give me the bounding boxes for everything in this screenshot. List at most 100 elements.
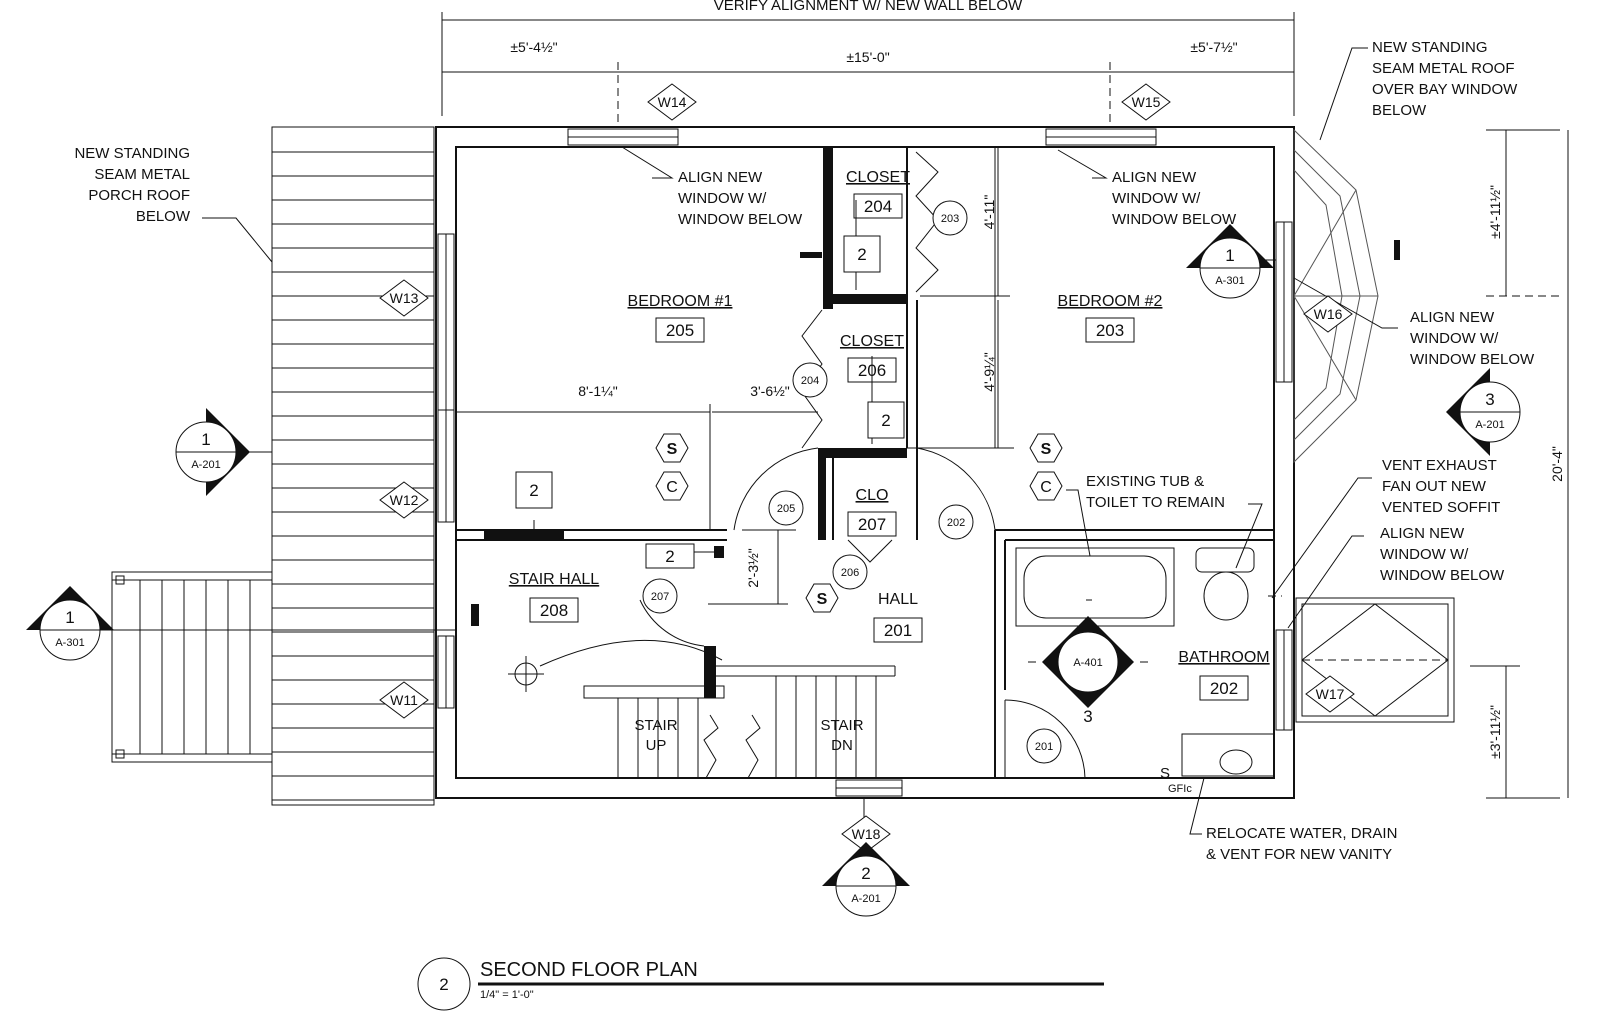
svg-text:203: 203 <box>941 213 959 225</box>
svg-text:CLOSET: CLOSET <box>840 333 904 350</box>
co-detector-icon: C <box>1029 471 1063 501</box>
stair-up-label-2: UP <box>646 737 667 754</box>
svg-text:CLOSET: CLOSET <box>846 169 910 186</box>
svg-text:FAN OUT NEW: FAN OUT NEW <box>1382 478 1487 495</box>
svg-text:WINDOW W/: WINDOW W/ <box>1410 330 1499 347</box>
tub-note: EXISTING TUB & TOILET TO REMAIN <box>1086 473 1225 511</box>
svg-text:206: 206 <box>841 567 859 579</box>
porch-roof-note: NEW STANDING SEAM METAL PORCH ROOF BELOW <box>74 145 190 225</box>
room-closet-204: CLOSET 204 <box>846 169 910 219</box>
door-tag-205: 205 <box>768 490 804 526</box>
dimension-text: ±5'-4½" ±15'-0" ±5'-7½" 8'-1¼" 3'-6½" 4'… <box>510 39 1565 759</box>
svg-text:203: 203 <box>1096 321 1124 340</box>
svg-text:TOILET TO REMAIN: TOILET TO REMAIN <box>1086 494 1225 511</box>
svg-text:RELOCATE WATER, DRAIN: RELOCATE WATER, DRAIN <box>1206 825 1397 842</box>
dim-bed1-width: 8'-1¼" <box>578 383 618 399</box>
svg-text:201: 201 <box>884 621 912 640</box>
interior-elevation-marker-a401: A-401 <box>1028 616 1148 708</box>
dim-closet-width: 3'-6½" <box>750 383 790 399</box>
drawing-number: 2 <box>439 975 448 994</box>
smoke-detector-icon: S <box>1029 433 1063 463</box>
svg-text:1: 1 <box>201 430 210 449</box>
svg-text:W16: W16 <box>1314 306 1343 322</box>
window-tag-w18: W18 <box>841 815 891 853</box>
svg-text:WINDOW W/: WINDOW W/ <box>1380 546 1469 563</box>
svg-text:WINDOW W/: WINDOW W/ <box>678 190 767 207</box>
room-bathroom: BATHROOM 202 <box>1178 649 1270 701</box>
window-tag-w17: W17 <box>1305 675 1355 713</box>
svg-text:1: 1 <box>1225 246 1234 265</box>
svg-text:C: C <box>666 479 678 496</box>
drawing-title-text: SECOND FLOOR PLAN <box>480 959 698 981</box>
room-closet-206: CLOSET 206 <box>840 333 904 383</box>
svg-text:207: 207 <box>651 591 669 603</box>
svg-text:CLO: CLO <box>856 487 889 504</box>
svg-text:W18: W18 <box>852 826 881 842</box>
svg-text:ALIGN NEW: ALIGN NEW <box>1380 525 1465 542</box>
svg-text:3: 3 <box>1485 390 1494 409</box>
door-tag-204: 204 <box>792 362 828 398</box>
svg-text:1: 1 <box>65 608 74 627</box>
svg-text:BEDROOM #1: BEDROOM #1 <box>628 293 733 310</box>
partition-tag: 2 <box>645 543 695 569</box>
svg-text:BELOW: BELOW <box>1372 102 1427 119</box>
leader-lines <box>202 47 1398 835</box>
partition-tags: 2 2 2 2 3 <box>515 235 1093 726</box>
svg-text:WINDOW BELOW: WINDOW BELOW <box>1410 351 1535 368</box>
svg-text:A-201: A-201 <box>851 893 880 905</box>
svg-text:EXISTING TUB &: EXISTING TUB & <box>1086 473 1204 490</box>
svg-text:HALL: HALL <box>878 591 918 608</box>
svg-text:A-301: A-301 <box>55 637 84 649</box>
svg-text:S: S <box>817 591 828 608</box>
align-w16-note: ALIGN NEW WINDOW W/ WINDOW BELOW <box>1410 309 1535 368</box>
svg-text:BEDROOM #2: BEDROOM #2 <box>1058 293 1163 310</box>
svg-text:PORCH ROOF: PORCH ROOF <box>88 187 190 204</box>
room-bedroom-2: BEDROOM #2 203 <box>1058 293 1163 343</box>
door-tag-207: 207 <box>642 578 678 614</box>
svg-text:205: 205 <box>666 321 694 340</box>
align-w17-note: ALIGN NEW WINDOW W/ WINDOW BELOW <box>1380 525 1505 584</box>
svg-text:A-201: A-201 <box>191 459 220 471</box>
room-clo-207: CLO 207 <box>847 487 897 537</box>
general-notes: VERIFY ALIGNMENT W/ NEW WALL BELOW NEW S… <box>74 0 1535 863</box>
stairs <box>617 676 877 779</box>
dim-right-overall: 20'-4" <box>1549 446 1565 482</box>
window-tag-w15: W15 <box>1121 83 1171 121</box>
svg-text:202: 202 <box>947 517 965 529</box>
svg-text:W12: W12 <box>390 492 419 508</box>
room-hall: HALL 201 <box>873 591 923 643</box>
verify-alignment-note: VERIFY ALIGNMENT W/ NEW WALL BELOW <box>714 0 1023 14</box>
svg-text:BELOW: BELOW <box>136 208 191 225</box>
light-fixture-icon <box>508 639 723 692</box>
svg-text:2: 2 <box>857 245 866 264</box>
svg-text:OVER BAY WINDOW: OVER BAY WINDOW <box>1372 81 1518 98</box>
dimension-lines <box>441 12 1569 799</box>
section-marker-2-a201: 2 A-201 <box>822 842 910 917</box>
window-tag-w14: W14 <box>647 83 697 121</box>
section-marker-1-a301-right: 1 A-301 <box>1186 224 1274 299</box>
svg-text:WINDOW BELOW: WINDOW BELOW <box>1112 211 1237 228</box>
stair-dn-label: STAIR <box>820 717 863 734</box>
gfic-label: GFIc <box>1168 783 1192 795</box>
section-markers: 1 A-201 1 A-301 1 A-301 3 A-201 <box>26 224 1521 917</box>
room-bedroom-1: BEDROOM #1 205 <box>628 293 733 343</box>
section-marker-1-a201: 1 A-201 <box>175 408 250 496</box>
dim-top-right: ±5'-7½" <box>1190 39 1237 55</box>
svg-text:W14: W14 <box>658 94 687 110</box>
svg-text:STAIR HALL: STAIR HALL <box>509 571 600 588</box>
interior-walls <box>456 147 1274 778</box>
svg-text:NEW STANDING: NEW STANDING <box>74 145 190 162</box>
relocate-note: RELOCATE WATER, DRAIN & VENT FOR NEW VAN… <box>1206 825 1397 863</box>
vent-note: VENT EXHAUST FAN OUT NEW VENTED SOFFIT <box>1382 457 1500 516</box>
svg-text:WINDOW W/: WINDOW W/ <box>1112 190 1201 207</box>
svg-text:A-401: A-401 <box>1073 657 1102 669</box>
svg-text:208: 208 <box>540 601 568 620</box>
svg-text:W11: W11 <box>390 692 418 708</box>
svg-text:204: 204 <box>801 375 819 387</box>
door-tag-202: 202 <box>938 504 974 540</box>
dim-right-lower: ±3'-11½" <box>1487 705 1503 759</box>
svg-text:SEAM METAL: SEAM METAL <box>94 166 190 183</box>
dim-stair: 2'-3½" <box>745 548 761 588</box>
svg-text:A-201: A-201 <box>1475 419 1504 431</box>
